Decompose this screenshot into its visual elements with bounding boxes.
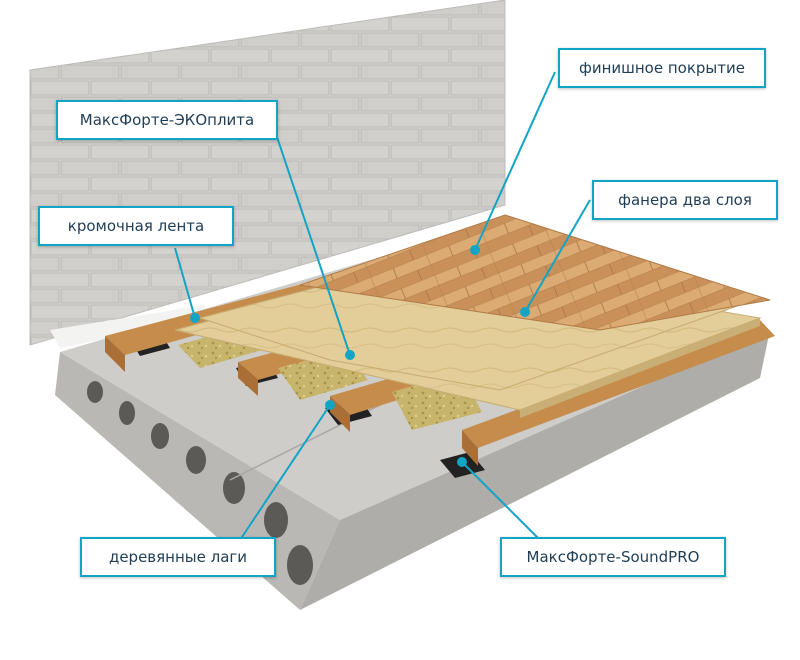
- callout-dot: [470, 245, 480, 255]
- slab-hollow: [87, 381, 103, 403]
- slab-hollow: [264, 502, 288, 538]
- callout-dot: [345, 350, 355, 360]
- slab-hollow: [223, 472, 245, 504]
- finish-parquet: [299, 214, 771, 331]
- slab-hollow: [186, 446, 206, 474]
- label-sound-pro: МаксФорте-SoundPRO: [500, 537, 726, 577]
- callout-dot: [520, 307, 530, 317]
- label-edge-tape: кромочная лента: [38, 206, 234, 246]
- callout-dot: [457, 457, 467, 467]
- edge-tape-strip: [50, 305, 205, 348]
- callout-dots: [190, 245, 530, 467]
- brick-wall: [29, 0, 506, 348]
- slab-hollow: [287, 545, 313, 585]
- leader-eco-plate: [271, 121, 351, 356]
- slab-hollow: [151, 423, 169, 449]
- callout-dot: [325, 400, 335, 410]
- callout-leaders: [174, 71, 591, 541]
- leader-plywood: [524, 199, 591, 313]
- leader-edge-tape: [174, 247, 196, 319]
- label-finish-coating: финишное покрытие: [558, 48, 766, 88]
- slab-hollow: [119, 401, 135, 425]
- label-plywood: фанера два слоя: [592, 180, 778, 220]
- leader-wood-joists: [239, 404, 331, 541]
- label-wood-joists: деревянные лаги: [80, 537, 276, 577]
- label-eco-plate: МаксФорте-ЭКОплита: [56, 100, 278, 140]
- leader-sound-pro: [461, 461, 541, 541]
- leader-finish-coating: [474, 71, 556, 251]
- callout-dot: [190, 313, 200, 323]
